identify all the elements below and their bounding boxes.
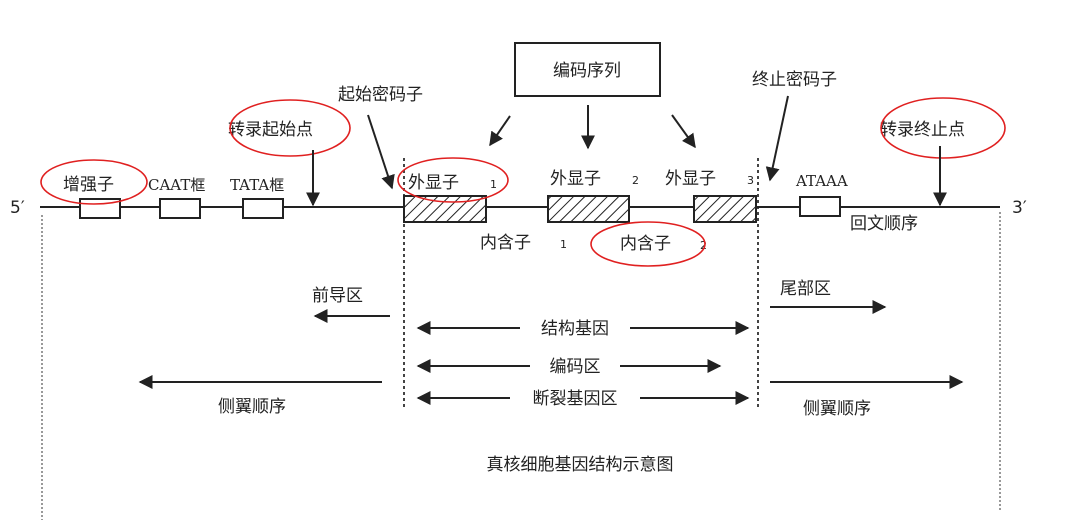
intron-1-label: 内含子 <box>480 233 531 253</box>
tata-box <box>242 198 284 219</box>
caat-label: CAAT框 <box>148 176 205 194</box>
stop-codon-label: 终止密码子 <box>752 70 837 90</box>
exon-1-highlight <box>397 157 509 203</box>
palindrome-label: 回文顺序 <box>850 214 918 234</box>
exon-2-label: 外显子 <box>550 169 601 189</box>
caat-box <box>159 198 201 219</box>
split-gene-label: 断裂基因区 <box>533 389 618 409</box>
exon-3 <box>693 195 757 223</box>
exon-1-label: 外显子 <box>408 173 459 193</box>
three-prime-label: 3′ <box>1012 198 1027 218</box>
enhancer-label: 增强子 <box>63 175 114 195</box>
exon-3-label: 外显子 <box>665 169 716 189</box>
diagram-caption: 真核细胞基因结构示意图 <box>487 455 674 475</box>
intron-2-label: 内含子 <box>620 234 671 254</box>
exon-3-subscript: 3 <box>747 174 754 187</box>
start-codon-label: 起始密码子 <box>338 85 423 105</box>
tts-highlight <box>880 97 1006 159</box>
coding-sequence-box <box>514 42 661 97</box>
coding-arrow-3 <box>671 114 696 149</box>
flanking-left-label: 侧翼顺序 <box>218 397 286 417</box>
tss-label: 转录起始点 <box>228 120 313 140</box>
tata-label: TATA框 <box>230 176 284 194</box>
flanking-right-label: 侧翼顺序 <box>803 399 871 419</box>
tts-label: 转录终止点 <box>880 120 965 140</box>
coding-sequence-label: 编码序列 <box>553 61 621 81</box>
trailer-region-label: 尾部区 <box>780 279 831 299</box>
intron-2-subscript: 2 <box>700 239 707 252</box>
ataaa-box <box>799 196 841 217</box>
stop-codon-arrow <box>765 95 789 182</box>
structural-gene-label: 结构基因 <box>541 319 609 339</box>
intron-2-highlight <box>590 221 706 267</box>
coding-arrow-1 <box>489 115 511 147</box>
start-codon-arrow <box>367 114 395 190</box>
enhancer-highlight <box>40 159 148 205</box>
coding-region-label: 编码区 <box>550 357 601 377</box>
tss-highlight <box>229 99 351 157</box>
intron-1-subscript: 1 <box>560 238 567 251</box>
ataaa-label: ATAAA <box>795 172 848 190</box>
five-prime-label: 5′ <box>10 198 25 218</box>
exon-2-subscript: 2 <box>632 174 639 187</box>
exon-1-subscript: 1 <box>490 178 497 191</box>
exon-2 <box>547 195 630 223</box>
leader-region-label: 前导区 <box>312 286 363 306</box>
